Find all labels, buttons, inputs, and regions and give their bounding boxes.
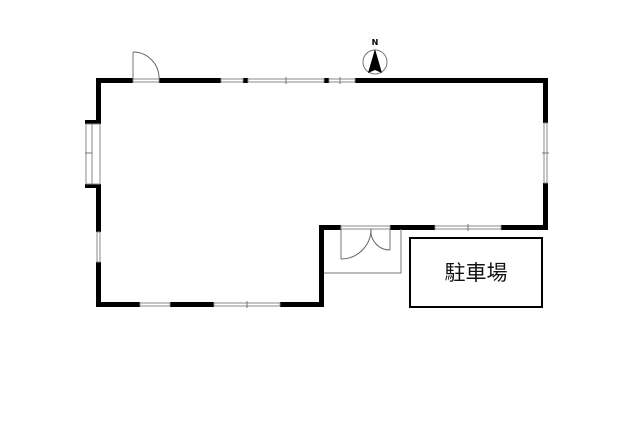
north-arrow-icon — [368, 49, 382, 73]
parking-label: 駐車場 — [445, 261, 508, 285]
window-bottom-1 — [139, 302, 171, 307]
compass: N — [362, 38, 388, 75]
top-wall-left — [96, 78, 133, 83]
parking-area: 駐車場 — [409, 237, 543, 308]
north-label: N — [372, 38, 379, 47]
step-wall-mid — [390, 225, 435, 230]
top-wall-mid — [159, 78, 221, 83]
left-wall-mid — [96, 184, 101, 232]
door-swing-arc — [132, 51, 160, 79]
door-top-left — [132, 51, 160, 83]
entrance-door-opening — [340, 225, 391, 230]
right-wall-top — [543, 78, 548, 123]
left-wall-bottom — [96, 262, 101, 307]
porch-outline — [324, 229, 402, 274]
window-top-3 — [328, 78, 356, 83]
bottom-wall-mid — [170, 302, 214, 307]
window-left-lower — [96, 231, 101, 263]
left-wall-top — [96, 78, 101, 122]
window-top-1 — [220, 78, 244, 83]
windows — [85, 77, 549, 308]
window-left-bay — [85, 123, 93, 185]
bottom-wall-right — [280, 302, 324, 307]
parking-box — [409, 237, 543, 308]
step-wall-vertical — [319, 225, 324, 307]
left-bay-top-cap — [85, 120, 101, 124]
walls — [85, 78, 548, 307]
top-wall-right — [355, 78, 547, 83]
top-wall-post-2 — [324, 78, 329, 83]
left-bay-bottom-cap — [85, 184, 101, 188]
step-wall-left — [319, 225, 341, 230]
top-wall-post-1 — [243, 78, 248, 83]
right-wall-bottom — [543, 183, 548, 230]
entrance — [324, 225, 402, 274]
bottom-wall-left — [96, 302, 140, 307]
step-wall-right — [501, 225, 548, 230]
